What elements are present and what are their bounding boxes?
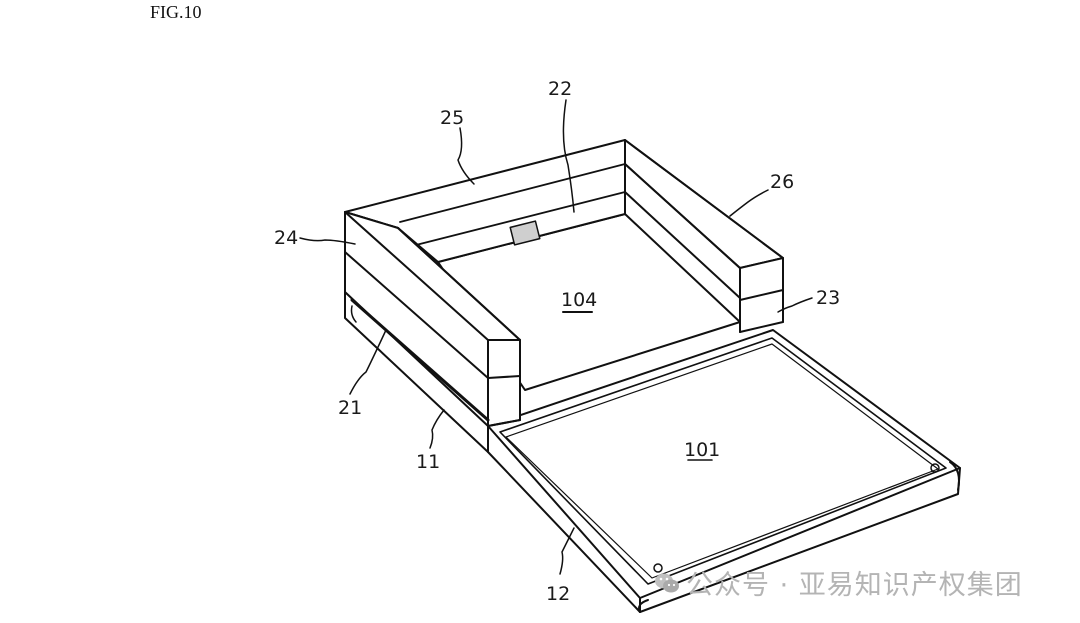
wechat-icon (655, 573, 679, 592)
wall-26-23 (624, 139, 784, 333)
label-23: 23 (816, 287, 840, 309)
label-22: 22 (548, 78, 572, 100)
watermark: 公众号 · 亚易知识产权集团 (654, 563, 1023, 602)
label-12: 12 (546, 583, 570, 605)
reference-labels: 22 25 26 24 23 104 21 11 101 12 (274, 78, 840, 605)
label-26: 26 (770, 171, 794, 193)
label-104: 104 (561, 289, 597, 311)
figure-title: FIG.10 (150, 2, 202, 22)
label-101: 101 (684, 439, 720, 461)
label-25: 25 (440, 107, 464, 129)
label-24: 24 (274, 227, 298, 249)
base-12 (487, 329, 961, 613)
label-21: 21 (338, 397, 362, 419)
watermark-text: 公众号 · 亚易知识产权集团 (686, 570, 1023, 601)
leader-lines (299, 99, 813, 575)
wall-24-21 (344, 211, 521, 427)
label-11: 11 (416, 451, 440, 473)
